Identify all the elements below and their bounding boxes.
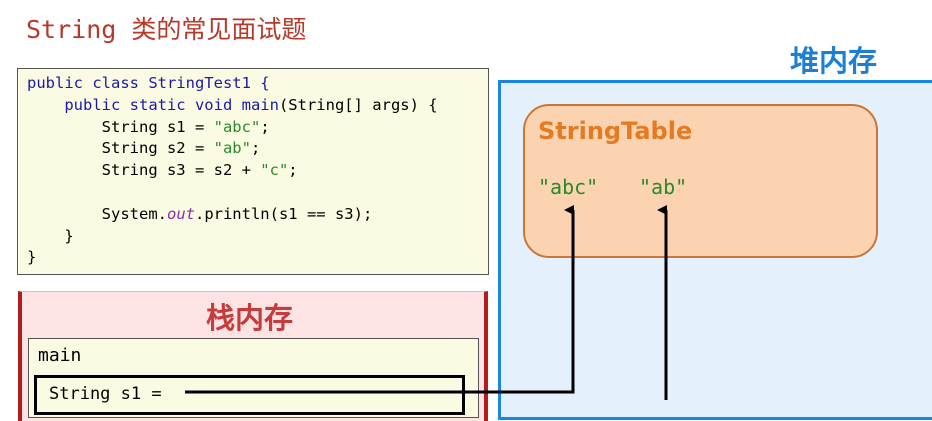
page-title: String 类的常见面试题 <box>26 15 307 44</box>
code-line: System.out.println(s1 == s3); <box>27 204 373 223</box>
string-literal-ab: "ab" <box>639 175 688 199</box>
code-listing: public class StringTest1 { public static… <box>27 73 488 269</box>
stack-frame-name: main <box>38 345 82 366</box>
heap-memory-label: 堆内存 <box>790 44 878 78</box>
reference-arrows <box>185 205 668 400</box>
code-line: public class StringTest1 { <box>27 74 270 92</box>
code-line: public static void main(String[] args) { <box>64 95 438 114</box>
code-block: public class StringTest1 { public static… <box>17 68 489 275</box>
code-line: } <box>27 226 74 245</box>
variable-s1-label: String s1 = <box>49 384 162 404</box>
code-line: } <box>27 248 37 267</box>
code-line: String s1 = "abc"; <box>27 117 270 136</box>
code-line: String s3 = s2 + "c"; <box>27 161 298 180</box>
string-table-title: StringTable <box>538 117 693 145</box>
string-literal-abc: "abc" <box>538 175 599 199</box>
s1-to-abc-arrow <box>185 205 575 394</box>
code-line: String s2 = "ab"; <box>27 139 261 158</box>
stack-memory-label: 栈内存 <box>206 301 294 335</box>
string-table-region <box>523 104 878 258</box>
